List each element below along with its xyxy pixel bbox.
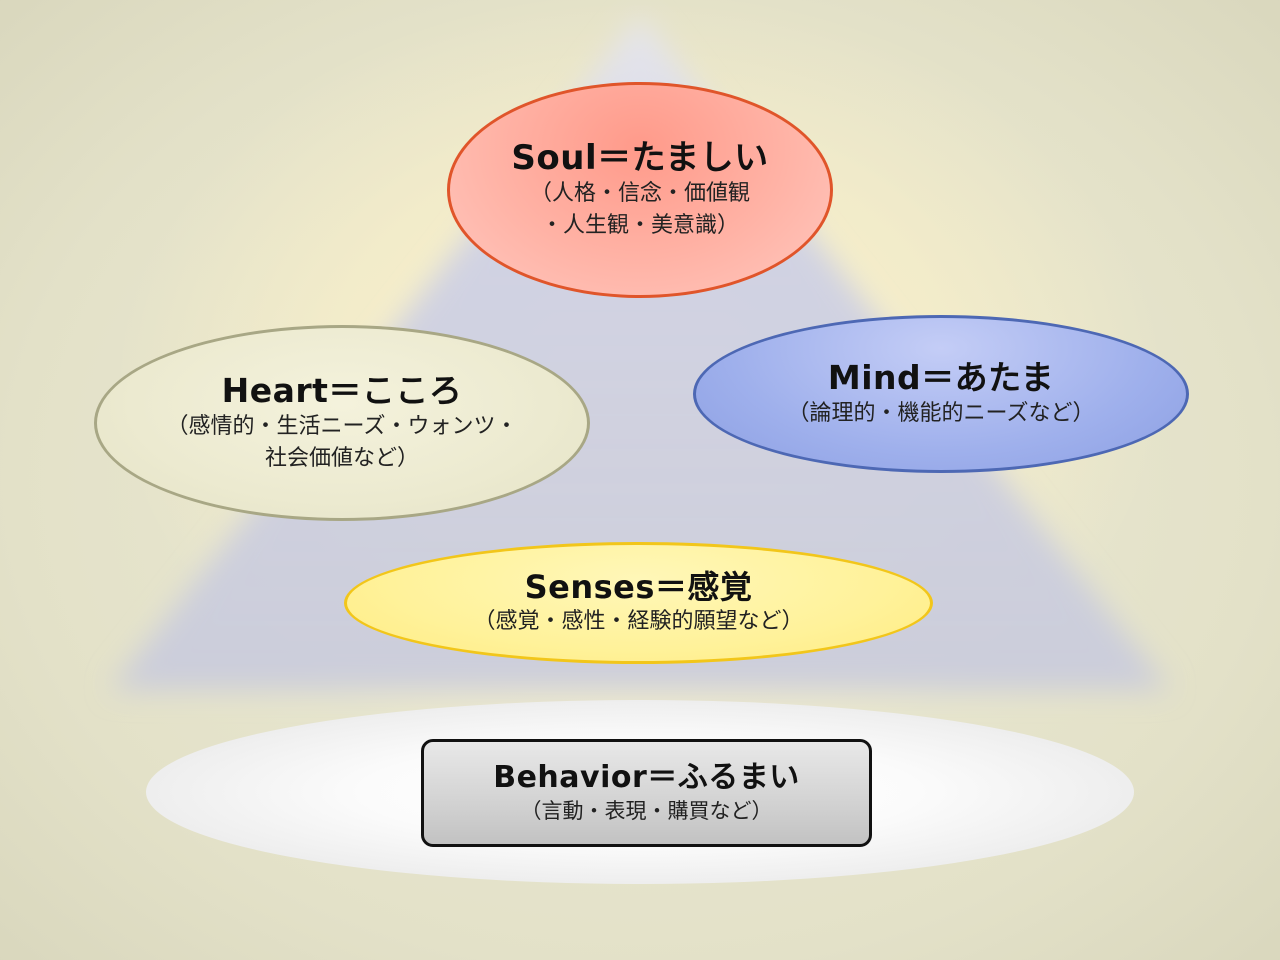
- senses-subtitle: （感覚・感性・経験的願望など）: [473, 609, 804, 634]
- senses-ellipse: Senses＝感覚 （感覚・感性・経験的願望など）: [344, 542, 933, 664]
- heart-subtitle-line2: 社会価値など）: [264, 446, 419, 471]
- heart-title: Heart＝こころ: [221, 371, 463, 410]
- heart-ellipse: Heart＝こころ （感情的・生活ニーズ・ウォンツ・ 社会価値など）: [94, 325, 590, 521]
- behavior-title: Behavior＝ふるまい: [493, 760, 800, 795]
- mind-subtitle: （論理的・機能的ニーズなど）: [787, 401, 1095, 426]
- heart-subtitle-line1: （感情的・生活ニーズ・ウォンツ・: [166, 414, 518, 439]
- mind-title: Mind＝あたま: [827, 358, 1055, 397]
- soul-subtitle-line2: ・人生観・美意識）: [540, 213, 739, 238]
- soul-title: Soul＝たましい: [511, 138, 769, 178]
- behavior-box: Behavior＝ふるまい （言動・表現・購買など）: [421, 739, 872, 847]
- soul-subtitle-line1: （人格・信念・価値観: [529, 181, 750, 206]
- behavior-subtitle: （言動・表現・購買など）: [520, 799, 773, 823]
- mind-ellipse: Mind＝あたま （論理的・機能的ニーズなど）: [693, 315, 1189, 473]
- soul-ellipse: Soul＝たましい （人格・信念・価値観 ・人生観・美意識）: [447, 82, 833, 298]
- senses-title: Senses＝感覚: [524, 568, 753, 606]
